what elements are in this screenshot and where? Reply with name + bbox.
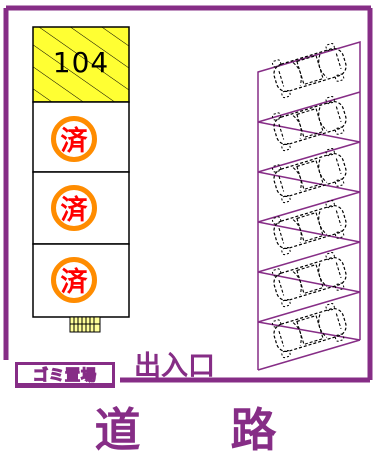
spot-number-label: 104 xyxy=(52,45,110,79)
parking-block: 済 済 済 xyxy=(32,26,130,318)
occupied-stamp-icon xyxy=(49,255,99,305)
spot-status-text: 済 xyxy=(61,125,89,157)
spot-status-text: 済 xyxy=(61,194,89,226)
property-boundary xyxy=(3,5,373,383)
car-outline-icon xyxy=(269,145,351,205)
road-label-char: 路 xyxy=(230,403,279,457)
car-outline-icon xyxy=(269,40,351,100)
meter-icon xyxy=(69,316,101,333)
car-outline-icon xyxy=(269,93,351,153)
garbage-area-label: ゴミ置場 xyxy=(15,362,115,388)
occupied-stamp-icon xyxy=(49,183,99,233)
occupied-stamp-icon xyxy=(49,114,99,164)
car-outline-icon xyxy=(269,300,351,360)
entrance-label: 出入口 xyxy=(134,351,215,382)
road-label-char: 道 xyxy=(94,403,143,457)
spot-status-text: 済 xyxy=(61,266,89,298)
road-label: 道 路 xyxy=(0,392,373,462)
angled-parking-area xyxy=(257,40,361,371)
